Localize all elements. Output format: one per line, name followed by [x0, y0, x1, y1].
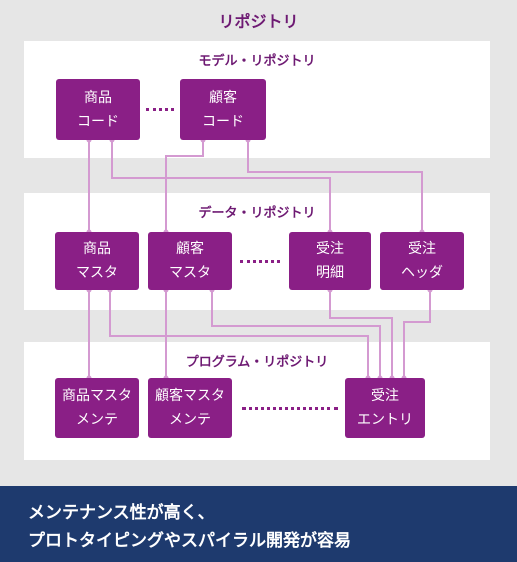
connector-product-master-to-order-entry: [109, 290, 369, 378]
footer-line-1: メンテナンス性が高く、: [28, 503, 215, 523]
product-master-node: 商品 マスタ: [55, 232, 139, 290]
order-detail-node: 受注 明細: [289, 232, 371, 290]
order-header-line2: ヘッダ: [401, 265, 443, 281]
product-master-maint-line1: 商品マスタ: [62, 388, 132, 404]
order-detail-line2: 明細: [316, 265, 344, 281]
data-repository-label: データ・リポジトリ: [198, 206, 316, 221]
customer-master-line1: 顧客: [176, 241, 204, 257]
customer-master-maint-line1: 顧客マスタ: [155, 388, 225, 404]
customer-code-line2: コード: [202, 113, 244, 130]
data-dotted-link: [240, 260, 280, 263]
product-master-maint-line2: メンテ: [76, 412, 118, 428]
order-header-node: 受注 ヘッダ: [380, 232, 464, 290]
customer-master-maint-node: 顧客マスタ メンテ: [148, 378, 232, 438]
program-dotted-link: [242, 407, 338, 410]
order-detail-line1: 受注: [316, 241, 344, 257]
order-entry-node: 受注 エントリ: [345, 378, 425, 438]
footer-banner: メンテナンス性が高く、 プロトタイピングやスパイラル開発が容易: [0, 486, 517, 562]
connector-customer-code-to-order-header: [247, 140, 423, 232]
model-dotted-link: [146, 108, 174, 111]
order-entry-line2: エントリ: [357, 412, 413, 428]
customer-master-line2: マスタ: [169, 265, 211, 281]
connector-customer-code-to-customer-master: [165, 140, 204, 232]
product-code-line2: コード: [77, 113, 119, 130]
product-master-maint-node: 商品マスタ メンテ: [55, 378, 139, 438]
customer-master-maint-line2: メンテ: [169, 412, 211, 428]
connector-product-code-to-order-detail: [111, 140, 331, 232]
product-master-line1: 商品: [83, 241, 111, 257]
diagram-title: リポジトリ: [218, 12, 299, 31]
program-repository-label: プログラム・リポジトリ: [185, 355, 329, 370]
footer-line-2: プロトタイピングやスパイラル開発が容易: [28, 531, 351, 551]
connector-order-header-to-order-entry: [403, 290, 431, 378]
order-header-line1: 受注: [408, 241, 436, 257]
product-code-line1: 商品: [84, 89, 112, 106]
customer-master-node: 顧客 マスタ: [148, 232, 232, 290]
order-entry-line1: 受注: [371, 388, 399, 404]
customer-code-line1: 顧客: [209, 89, 237, 106]
customer-code-node: 顧客 コード: [180, 79, 266, 140]
connector-order-detail-to-order-entry: [329, 290, 393, 378]
connector-customer-master-to-order-entry: [211, 290, 381, 378]
product-code-node: 商品 コード: [56, 79, 140, 140]
model-repository-label: モデル・リポジトリ: [198, 54, 316, 69]
product-master-line2: マスタ: [76, 265, 118, 281]
